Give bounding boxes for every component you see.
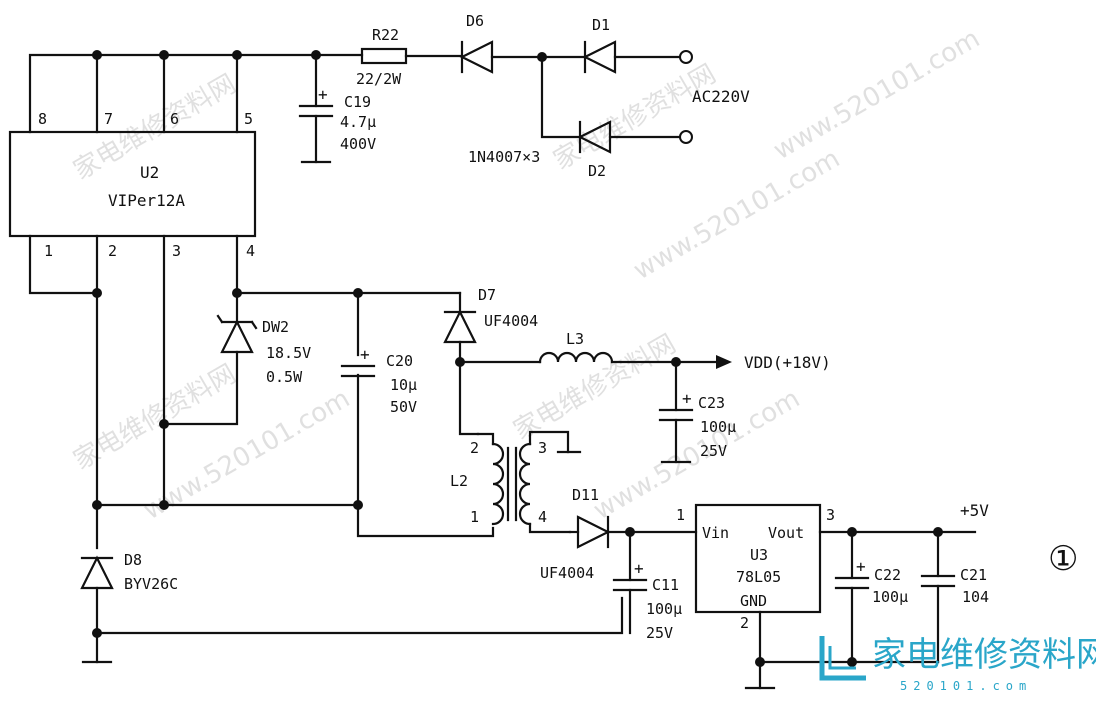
dw2-power: 0.5W (266, 368, 303, 386)
c19-ref: C19 (344, 93, 371, 111)
c23-value: 100μ (700, 418, 736, 436)
dw2-voltage: 18.5V (266, 344, 311, 362)
c21-ref: C21 (960, 566, 987, 584)
d8-ref: D8 (124, 551, 142, 569)
u3-ref: U3 (750, 546, 768, 564)
u2-pin-8: 8 (38, 110, 47, 128)
d2-ref: D2 (588, 162, 606, 180)
u2-pin-6: 6 (170, 110, 179, 128)
vdd-label: VDD(+18V) (744, 353, 831, 372)
l2-transformer (476, 430, 582, 534)
c19-value: 4.7μ (340, 113, 376, 131)
svg-text:www.520101.com: www.520101.com (629, 144, 846, 286)
c23-capacitor: + (658, 360, 694, 464)
c21-value: 104 (962, 588, 989, 606)
drain-bus-wires (28, 53, 364, 134)
d1-ref: D1 (592, 16, 610, 34)
c23-ref: C23 (698, 394, 725, 412)
r22-value: 22/2W (356, 70, 402, 88)
dw2-ref: DW2 (262, 318, 289, 336)
dw2-zener (216, 314, 258, 354)
svg-text:+: + (360, 345, 370, 364)
l3-inductor (455, 351, 732, 369)
r22-ref: R22 (372, 26, 399, 44)
u2-ref: U2 (140, 163, 159, 182)
c19-voltage: 400V (340, 135, 376, 153)
c23-voltage: 25V (700, 442, 727, 460)
l2-pin-1: 1 (470, 508, 479, 526)
d8-part: BYV26C (124, 575, 178, 593)
c22-capacitor: + (834, 530, 870, 664)
svg-text:家电维修资料网: 家电维修资料网 (872, 635, 1096, 675)
ac-input-label: AC220V (692, 87, 750, 106)
svg-text:+: + (634, 559, 644, 578)
d11-part: UF4004 (540, 564, 594, 582)
l2-ref: L2 (450, 472, 468, 490)
u3-gnd: GND (740, 592, 767, 610)
svg-text:家电维修资料网: 家电维修资料网 (549, 59, 722, 176)
u3-pin-1: 1 (676, 506, 685, 524)
u3-part: 78L05 (736, 568, 781, 586)
output-wires (744, 527, 977, 690)
diodes-note: 1N4007×3 (468, 148, 540, 166)
u2-part: VIPer12A (108, 191, 185, 210)
u3-pin-2: 2 (740, 614, 749, 632)
c22-value: 100μ (872, 588, 908, 606)
c11-ref: C11 (652, 576, 679, 594)
figure-number: ① (1048, 539, 1078, 579)
c22-ref: C22 (874, 566, 901, 584)
plus5v-label: +5V (960, 501, 989, 520)
u3-pin-3: 3 (826, 506, 835, 524)
c21-capacitor (920, 530, 956, 664)
u3-vin: Vin (702, 524, 729, 542)
u2-pin-5: 5 (244, 110, 253, 128)
d2-diode (540, 55, 693, 154)
d6-ref: D6 (466, 12, 484, 30)
l3-ref: L3 (566, 330, 584, 348)
d7-diode (443, 291, 480, 436)
junction-dots-top (92, 50, 547, 62)
l2-pin-3: 3 (538, 439, 547, 457)
u2-pin-4: 4 (246, 242, 255, 260)
c11-value: 100μ (646, 600, 682, 618)
r22-resistor (360, 47, 462, 65)
svg-text:www.520101.com: www.520101.com (769, 24, 986, 166)
d8-diode (80, 555, 624, 664)
c20-voltage: 50V (390, 398, 417, 416)
c19-capacitor: + (298, 53, 334, 164)
u2-pin-1: 1 (44, 242, 53, 260)
c20-capacitor: + (340, 345, 376, 378)
u3-regulator-body (694, 503, 822, 614)
d11-ref: D11 (572, 486, 599, 504)
c11-capacitor: + (612, 530, 648, 635)
c20-value: 10μ (390, 376, 417, 394)
d7-ref: D7 (478, 286, 496, 304)
svg-text:家电维修资料网: 家电维修资料网 (509, 329, 682, 446)
svg-text:+: + (856, 557, 866, 576)
svg-text:+: + (318, 85, 328, 104)
d1-diode (582, 40, 693, 74)
svg-text:520101.com: 520101.com (900, 679, 1032, 693)
u2-ic-body (8, 130, 257, 238)
d6-diode (459, 40, 587, 74)
c11-voltage: 25V (646, 624, 673, 642)
junction-dots-mid (92, 288, 363, 510)
u2-pin-7: 7 (104, 110, 113, 128)
l2-pin-2: 2 (470, 439, 479, 457)
c20-ref: C20 (386, 352, 413, 370)
watermark: www.520101.com www.520101.com www.520101… (69, 24, 986, 526)
l2-pin-4: 4 (538, 508, 547, 526)
u3-vout: Vout (768, 524, 804, 542)
u2-pin-2: 2 (108, 242, 117, 260)
site-logo: 家电维修资料网 520101.com (819, 635, 1096, 693)
svg-text:+: + (682, 389, 692, 408)
u2-pin-3: 3 (172, 242, 181, 260)
d7-part: UF4004 (484, 312, 538, 330)
